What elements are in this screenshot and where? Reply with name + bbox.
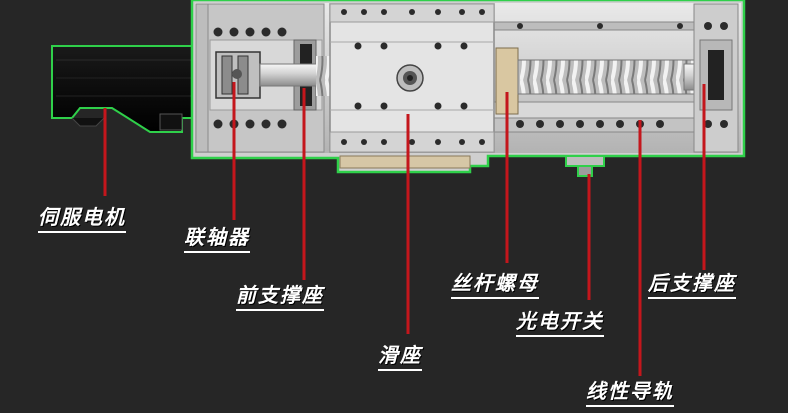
leader-lines	[103, 82, 706, 376]
label-servo-motor: 伺服电机	[38, 206, 126, 233]
label-linear-guide: 线性导轨	[586, 380, 674, 407]
label-coupling: 联轴器	[184, 226, 250, 253]
label-ball-screw-nut: 丝杆螺母	[451, 272, 539, 299]
label-slide-seat: 滑座	[378, 344, 422, 371]
coupling-part	[215, 51, 261, 99]
label-front-support: 前支撑座	[236, 284, 324, 311]
photo-switch-part	[565, 155, 605, 177]
slide-seat-part	[329, 3, 495, 169]
label-rear-support: 后支撑座	[648, 272, 736, 299]
rear-support-part	[693, 3, 739, 153]
label-photo-switch: 光电开关	[516, 310, 604, 337]
servo-motor	[51, 45, 197, 133]
